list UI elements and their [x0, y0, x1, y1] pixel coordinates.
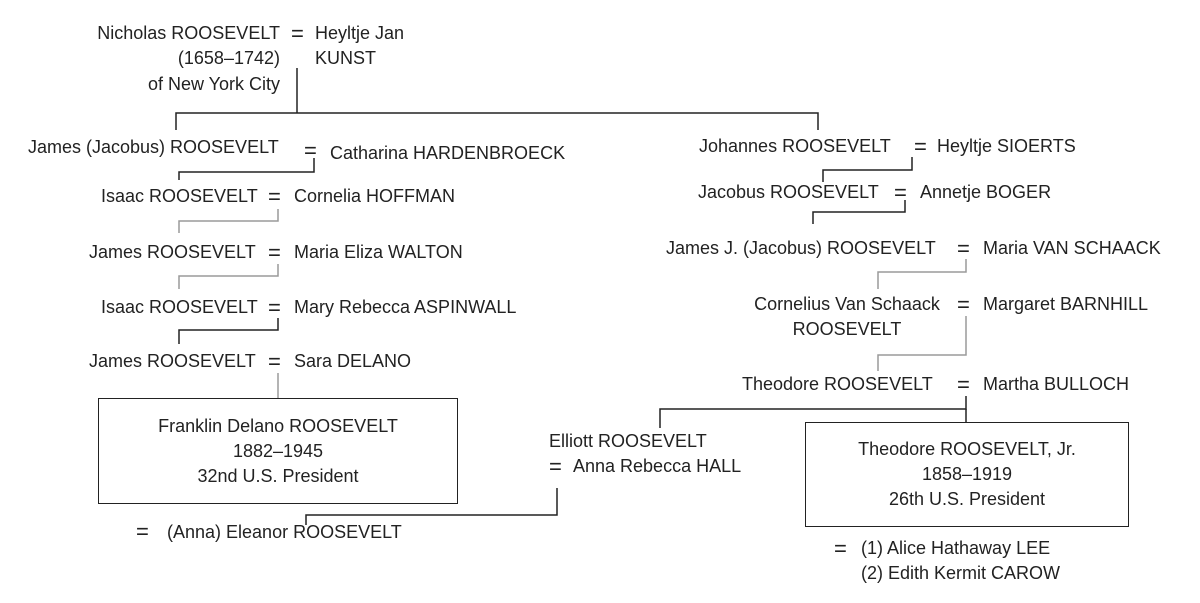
connector-right-g4-g5 — [877, 316, 967, 371]
left-g3-husband: James ROOSEVELT — [89, 242, 256, 262]
marriage-sign: = — [957, 236, 970, 261]
right-g1-husband: Johannes ROOSEVELT — [699, 136, 891, 156]
marriage-sign: = — [291, 21, 304, 46]
fdr-title: 32nd U.S. President — [197, 465, 359, 486]
marriage-sign: = — [304, 138, 317, 163]
marriage-sign: = — [914, 134, 927, 159]
marriage-sign: = — [957, 292, 970, 317]
marriage-sign: = — [268, 240, 281, 265]
heyltje-kunst-line2: KUNST — [315, 48, 377, 68]
marriage-sign: = — [894, 180, 907, 205]
left-g4-husband: Isaac ROOSEVELT — [101, 297, 258, 317]
left-g5-husband: James ROOSEVELT — [89, 351, 256, 371]
marriage-sign: = — [834, 536, 847, 561]
fdr-spouse: (Anna) Eleanor ROOSEVELT — [167, 522, 402, 542]
right-g4-wife: Margaret BARNHILL — [983, 294, 1149, 314]
connector-tr-children-branch — [659, 396, 967, 428]
fdr-name: Franklin Delano ROOSEVELT — [158, 415, 398, 436]
fdr-dates: 1882–1945 — [232, 440, 324, 461]
tr-spouse-2: (2) Edith Kermit CAROW — [861, 563, 1061, 583]
heyltje-kunst-line1: Heyltje Jan — [315, 23, 405, 43]
left-g2-wife: Cornelia HOFFMAN — [294, 186, 456, 206]
left-g1-wife: Catharina HARDENBROECK — [330, 143, 566, 163]
connector-left-g1-g2 — [178, 158, 315, 180]
connector-left-g2-g3 — [178, 209, 279, 233]
right-g4-husband-line1: Cornelius Van Schaack — [754, 294, 940, 314]
tr-title: 26th U.S. President — [888, 489, 1046, 509]
connector-top-branch — [175, 112, 819, 130]
nicholas-name: Nicholas ROOSEVELT — [97, 23, 280, 43]
connector-right-g2-g3 — [812, 200, 906, 224]
right-g5-husband: Theodore ROOSEVELT — [742, 374, 933, 394]
right-g1-wife: Heyltje SIOERTS — [937, 136, 1076, 156]
left-g5-wife: Sara DELANO — [294, 351, 412, 371]
marriage-sign: = — [268, 349, 281, 374]
right-g5-wife: Martha BULLOCH — [983, 374, 1130, 394]
marriage-sign: = — [268, 184, 281, 209]
left-g2-husband: Isaac ROOSEVELT — [101, 186, 258, 206]
left-g1-husband: James (Jacobus) ROOSEVELT — [28, 137, 279, 157]
right-g3-wife: Maria VAN SCHAACK — [983, 238, 1161, 258]
connector-elliott-eleanor — [305, 488, 558, 525]
nicholas-dates: (1658–1742) — [177, 48, 280, 68]
nicholas-place: of New York City — [147, 74, 280, 94]
tr-name: Theodore ROOSEVELT, Jr. — [858, 439, 1076, 459]
tr-president-box: Theodore ROOSEVELT, Jr. 1858–1919 26th U… — [805, 422, 1129, 527]
fdr-president-box: Franklin Delano ROOSEVELT 1882–1945 32nd… — [98, 398, 458, 504]
marriage-sign: = — [136, 519, 149, 544]
marriage-sign: = — [268, 295, 281, 320]
left-g4-wife: Mary Rebecca ASPINWALL — [294, 297, 517, 317]
connector-right-g1-g2 — [822, 157, 913, 182]
elliott-wife: Anna Rebecca HALL — [573, 456, 742, 476]
right-g3-husband: James J. (Jacobus) ROOSEVELT — [666, 238, 936, 258]
right-g2-husband: Jacobus ROOSEVELT — [698, 182, 879, 202]
tr-spouse-1: (1) Alice Hathaway LEE — [861, 538, 1051, 558]
marriage-sign: = — [549, 454, 562, 479]
right-g4-husband-line2: ROOSEVELT — [792, 319, 902, 339]
left-g3-wife: Maria Eliza WALTON — [294, 242, 463, 262]
tr-dates: 1858–1919 — [921, 464, 1013, 484]
connector-right-g3-g4 — [877, 259, 967, 289]
elliott-name: Elliott ROOSEVELT — [549, 431, 707, 451]
connector-left-g4-g5 — [178, 318, 279, 344]
connector-left-g3-g4 — [178, 264, 279, 289]
right-g2-wife: Annetje BOGER — [920, 182, 1052, 202]
marriage-sign: = — [957, 372, 970, 397]
